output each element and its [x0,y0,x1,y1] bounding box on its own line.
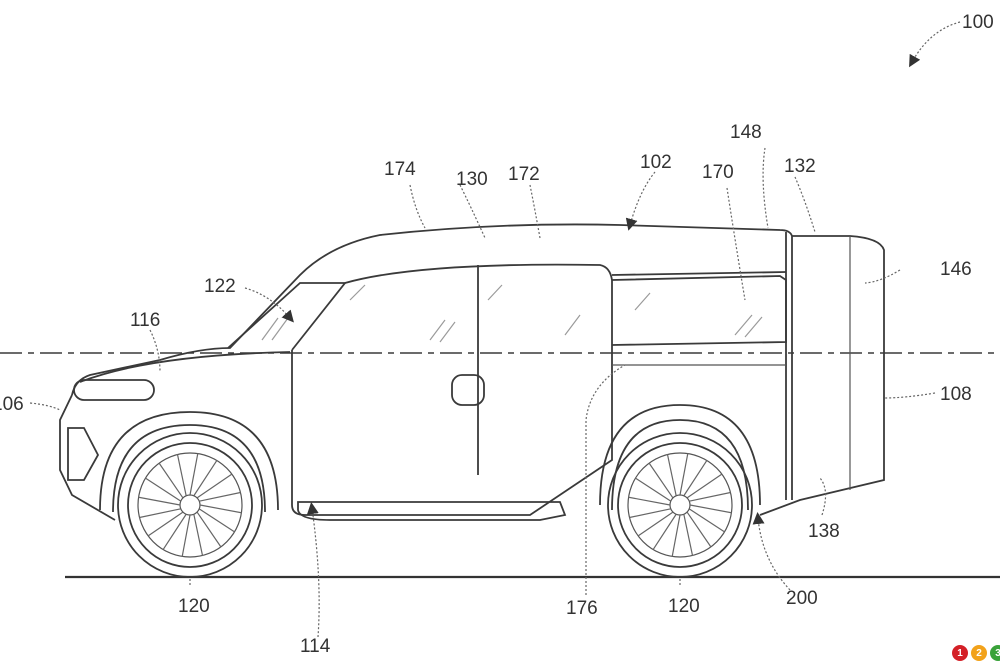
label-108: 108 [940,384,972,405]
rear-wheel-arch-inner [611,419,749,511]
label-116: 116 [130,310,160,331]
front-wheel [117,432,263,578]
wheel-spoke [666,454,677,496]
label-172: 172 [508,164,540,185]
wheel-spoke [139,508,181,519]
wheel-spoke [199,504,242,514]
wheel-spoke [652,513,677,550]
wheel-spoke [193,460,218,497]
wheel-spoke [637,511,674,537]
wheel-spoke [671,514,681,557]
label-138: 138 [808,521,840,542]
hood-line [79,351,291,383]
watermark-dot-1: 1 [952,645,968,661]
label-174: 174 [384,159,416,180]
wheel-spoke [629,508,671,519]
label-100: 100 [962,12,994,33]
wheel-spoke [189,453,199,496]
wheel-spoke [138,496,181,506]
wheel-spoke [635,477,672,502]
rear-side-window [611,275,787,346]
wheel-spoke [679,453,689,496]
rocker-panel [297,501,567,521]
label-114: 114 [300,636,331,657]
wheel-spoke [686,511,712,548]
rear-wheel [607,432,753,578]
label-130: 130 [456,169,488,190]
label-132: 132 [784,156,816,177]
front-intake [67,427,100,481]
label-102: 102 [640,152,672,173]
wheel-spoke [689,491,731,502]
wheel-spoke [196,473,233,499]
wheel-spoke [683,514,694,556]
label-106: 106 [0,394,24,415]
label-122: 122 [204,276,236,297]
wheel-spoke [145,477,182,502]
front-wheel-arch [99,411,279,511]
rear-wheel-arch [599,404,761,506]
label-148: 148 [730,122,762,143]
wheel-spoke [628,496,671,506]
wheel-spoke [176,454,187,496]
wheel-spoke [198,508,235,533]
headlight [73,379,155,401]
wheel-spoke [689,504,732,514]
label-146: 146 [940,259,972,280]
windshield [227,282,347,351]
wheel-spoke [181,514,191,557]
glass-hatching [261,284,763,343]
watermark-logo: 1 2 3 [952,645,1000,661]
wheel-spoke [648,462,674,499]
wheel-spoke [199,491,241,502]
watermark-dot-3: 3 [990,645,1000,661]
door-handle [451,374,485,406]
wheel-spoke [686,473,723,499]
label-170: 170 [702,162,734,183]
watermark-dot-2: 2 [971,645,987,661]
door-outline [291,350,613,516]
leader-lines [29,21,961,638]
wheel-spoke [147,511,184,537]
wheel-spoke [683,460,708,497]
roof-rail-line [611,271,787,276]
body-outline [59,223,885,521]
front-wheel-arch-inner [112,424,266,513]
roof-inner-line [344,263,613,350]
wheel-spoke [158,462,184,499]
label-176: 176 [566,598,598,619]
label-120-rear: 120 [668,596,700,617]
label-200: 200 [786,588,818,609]
reference-numerals: 100 102 106 108 114 116 120 120 122 130 … [0,12,994,657]
wheel-spoke [688,508,725,533]
wheel-spoke [193,514,204,556]
label-120-front: 120 [178,596,210,617]
wheel-spoke [162,513,187,550]
wheel-spoke [196,511,222,548]
